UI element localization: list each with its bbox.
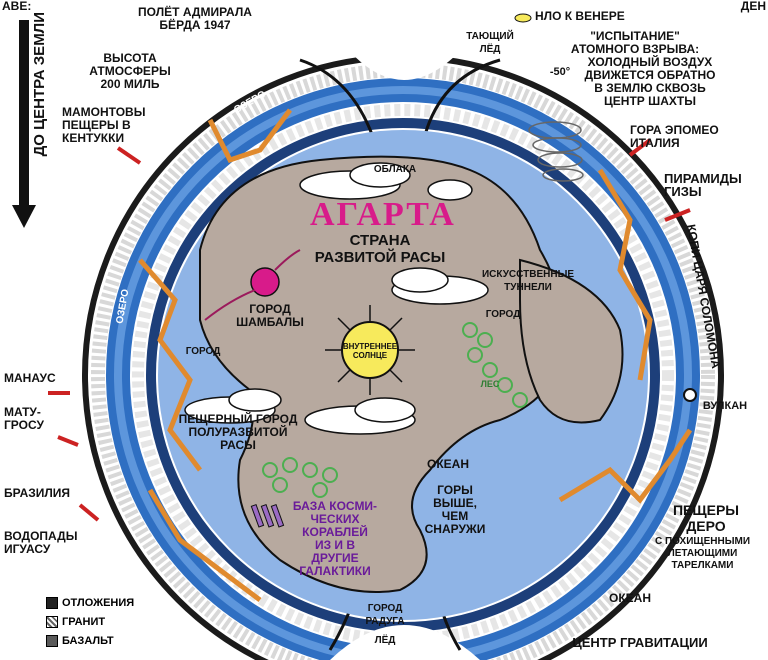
cloud-3 xyxy=(304,397,416,435)
legend-label-deposits: ОТЛОЖЕНИЯ xyxy=(62,597,135,609)
north-polar-opening xyxy=(340,0,470,80)
mato-grosso-label: МАТУ- ГРОСУ xyxy=(4,405,44,432)
ocean-inner-label: ОКЕАН xyxy=(427,457,469,471)
gravity-center-label: ЦЕНТР ГРАВИТАЦИИ xyxy=(572,635,708,650)
cloud-2 xyxy=(391,267,489,305)
clouds-label: ОБЛАКА xyxy=(373,164,417,175)
mineral-vein-3 xyxy=(597,168,653,381)
forest-label: ЛЕС xyxy=(480,379,500,389)
legend-label-granite: ГРАНИТ xyxy=(62,616,106,628)
cloud-4 xyxy=(184,388,282,424)
mineral-vein-1 xyxy=(138,258,202,472)
forest-left xyxy=(262,457,338,498)
city-left-label: ГОРОД xyxy=(185,346,221,357)
legend-swatch-granite xyxy=(46,616,58,628)
shambala-city-icon xyxy=(204,249,301,321)
inner-sun-icon xyxy=(325,305,415,395)
legend-item-granite: ГРАНИТ xyxy=(46,616,105,628)
legend-swatch-deposits xyxy=(46,597,58,609)
agartha-title: АГАРТА xyxy=(310,196,456,233)
mineral-vein-2 xyxy=(207,108,292,164)
space-base-label: БАЗА КОСМИ- ЧЕСКИХ КОРАБЛЕЙ ИЗ И В ДРУГИ… xyxy=(292,499,378,578)
top-left-partial: АВЕ: xyxy=(2,0,32,13)
vesuvius-label: ГОРА ЭПОМЕО ИТАЛИЯ xyxy=(630,123,719,150)
mineral-vein-4 xyxy=(558,428,693,504)
blue-rock-ring-inner xyxy=(114,86,692,660)
iguazu-label: ВОДОПАДЫ ИГУАСУ xyxy=(4,529,78,556)
mountains-label: ГОРЫ ВЫШЕ, ЧЕМ СНАРУЖИ xyxy=(424,483,486,536)
cold-air-label: ХОЛОДНЫЙ ВОЗДУХ ДВИЖЕТСЯ ОБРАТНО В ЗЕМЛЮ… xyxy=(584,55,716,108)
legend-label-basalt: БАЗАЛЬТ xyxy=(62,635,114,647)
city-rainbow-label: ГОРОД РАДУГА xyxy=(365,603,405,627)
inner-land-right xyxy=(519,258,624,424)
pyramids-label: ПИРАМИДЫ ГИЗЫ xyxy=(664,171,742,199)
arrow-to-center-label: ДО ЦЕНТРА ЗЕМЛИ xyxy=(31,12,48,157)
basalt-ring xyxy=(132,104,674,646)
mineral-vein-5 xyxy=(147,488,262,602)
brasilia-label: БРАЗИЛИЯ xyxy=(4,486,71,500)
inner-sun-label: ВНУТРЕННЕЕ СОЛНЦЕ xyxy=(342,342,398,360)
city-right-label: ГОРОД xyxy=(485,309,521,320)
atmosphere-label: ВЫСОТА АТМОСФЕРЫ 200 МИЛЬ xyxy=(89,51,171,91)
byrd-flight-label: ПОЛЁТ АДМИРАЛА БЁРДА 1947 xyxy=(138,5,252,32)
ufo-venus-label: НЛО К ВЕНЕРЕ xyxy=(535,9,625,23)
minus50-label: -50° xyxy=(549,66,571,78)
advanced-race-label: СТРАНА РАЗВИТОЙ РАСЫ xyxy=(314,232,446,266)
stolen-ufos-label: С ПОХИЩЕННЫМИ ЛЕТАЮЩИМИ ТАРЕЛКАМИ xyxy=(654,536,751,571)
top-right-partial: ДЕН xyxy=(740,0,766,13)
shambala-label: ГОРОД ШАМБАЛЫ xyxy=(236,302,304,329)
spaceship-bars-icon xyxy=(250,503,285,528)
mammoth-caves-label: МАМОНТОВЫ ПЕЩЕРЫ В КЕНТУККИ xyxy=(62,105,146,145)
manaus-label: МАНАУС xyxy=(4,371,56,385)
ufo-icon xyxy=(514,13,532,23)
melting-ice-label: ТАЮЩИЙ ЛЁД xyxy=(466,31,514,55)
cave-city-label: ПЕЩЕРНЫЙ ГОРОД ПОЛУРАЗВИТОЙ РАСЫ xyxy=(178,412,298,452)
atomic-test-label: "ИСПЫТАНИЕ" АТОМНОГО ВЗРЫВА: xyxy=(570,29,700,56)
legend-item-basalt: БАЗАЛЬТ xyxy=(46,635,114,647)
south-polar-opening xyxy=(330,625,480,660)
forest-right xyxy=(462,322,528,408)
arrow-to-center-head xyxy=(12,205,36,228)
ocean-outer-label: ОКЕАН xyxy=(609,591,651,605)
cloud-1 xyxy=(299,162,411,200)
volcano-marker xyxy=(683,388,697,402)
dero-caves-label: ПЕЩЕРЫ ДЕРО xyxy=(672,502,740,534)
cloud-5 xyxy=(427,179,473,201)
cold-air-icon xyxy=(528,121,584,182)
red-arrows xyxy=(48,138,691,522)
legend-swatch-basalt xyxy=(46,635,58,647)
ice-bottom-label: ЛЁД xyxy=(374,635,396,646)
tunnels-label: ИСКУССТВЕННЫЕ ТУННЕЛИ xyxy=(481,269,575,293)
volcano-label: ВУЛКАН xyxy=(702,400,748,412)
legend-item-deposits: ОТЛОЖЕНИЯ xyxy=(46,597,134,609)
